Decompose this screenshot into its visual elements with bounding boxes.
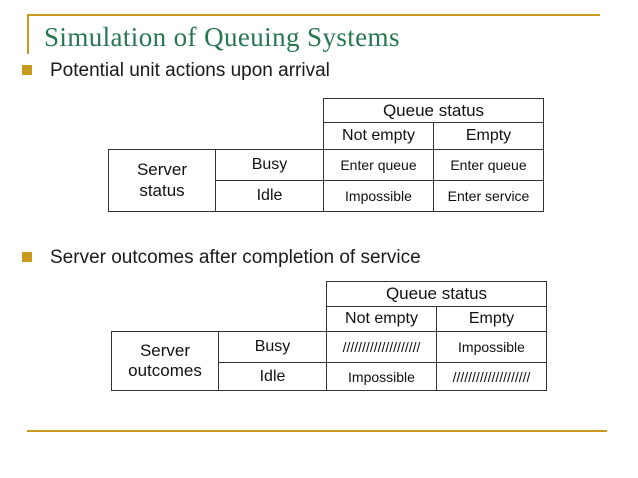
col-header-not-empty: Not empty — [326, 306, 437, 332]
table-row: Queue status — [109, 98, 544, 123]
square-bullet-icon — [22, 65, 32, 75]
row-header-busy: Busy — [218, 331, 327, 363]
corner-header-cell: Server outcomes — [111, 331, 219, 391]
table-cell: Enter queue — [323, 149, 434, 181]
table-cell: Enter queue — [433, 149, 544, 181]
title-accent-line-horizontal — [27, 14, 600, 16]
table-spacer — [112, 307, 327, 332]
table-cell: Enter service — [433, 180, 544, 212]
table-row: Server status Busy Enter queue Enter que… — [108, 149, 544, 212]
table-row: Idle Impossible Enter service — [109, 180, 544, 212]
col-header-not-empty: Not empty — [323, 122, 434, 150]
bullet-item-arrival: Potential unit actions upon arrival — [22, 60, 330, 83]
footer-accent-line — [27, 430, 607, 432]
table-row: Not empty Empty — [109, 122, 544, 150]
slide-title: Simulation of Queuing Systems — [44, 22, 400, 52]
table-spacer — [109, 123, 324, 150]
bullet-item-outcomes: Server outcomes after completion of serv… — [22, 247, 421, 270]
table-cell: Impossible — [326, 362, 437, 391]
row-header-idle: Idle — [218, 362, 327, 391]
square-bullet-icon — [22, 252, 32, 262]
row-header-busy: Busy — [215, 149, 324, 181]
table-spacer — [109, 99, 324, 123]
queue-status-header-cell: Queue status — [323, 98, 544, 123]
table-cell: //////////////////// — [326, 331, 437, 363]
table-row: Idle Impossible //////////////////// — [112, 362, 547, 391]
table-row: Queue status — [112, 281, 547, 307]
table-row: Not empty Empty — [112, 306, 547, 332]
queue-status-header-cell: Queue status — [326, 281, 547, 307]
row-header-idle: Idle — [215, 180, 324, 212]
server-outcomes-table: Queue status Not empty Empty Server outc… — [111, 281, 547, 391]
corner-header-cell: Server status — [108, 149, 216, 212]
bullet-label: Server outcomes after completion of serv… — [50, 247, 421, 268]
bullet-label: Potential unit actions upon arrival — [50, 60, 330, 81]
title-accent-line-vertical — [27, 14, 29, 54]
table-cell: //////////////////// — [436, 362, 547, 391]
table-row: Server outcomes Busy ///////////////////… — [111, 331, 547, 391]
col-header-empty: Empty — [436, 306, 547, 332]
arrival-actions-table: Queue status Not empty Empty Server stat… — [108, 98, 544, 212]
table-spacer — [112, 282, 327, 307]
col-header-empty: Empty — [433, 122, 544, 150]
table-cell: Impossible — [436, 331, 547, 363]
table-cell: Impossible — [323, 180, 434, 212]
